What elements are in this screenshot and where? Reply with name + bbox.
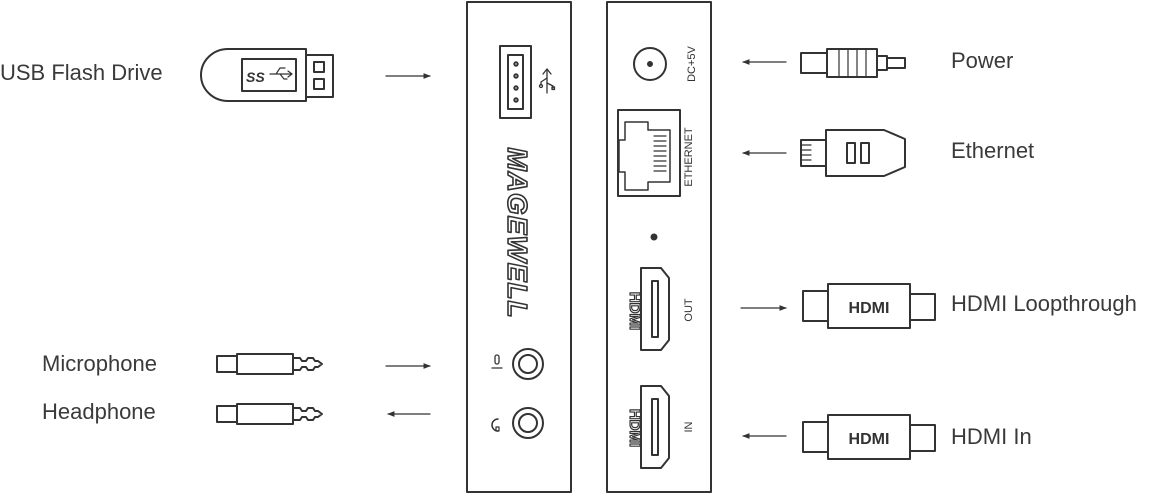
status-led-icon: [650, 233, 658, 241]
power-plug-icon: [800, 48, 906, 78]
ethernet-plug-icon: [800, 129, 906, 177]
headphone-jack-icon: [491, 407, 544, 439]
ethernet-port-icon: [617, 109, 681, 197]
headphone-plug-icon: [216, 403, 323, 425]
device-right-panel: DC+5V ETHERNET HDMI OUT: [606, 1, 712, 493]
usb-symbol-icon: [538, 68, 556, 94]
hdmi-in-port-icon: [640, 385, 670, 469]
ethernet-label: Ethernet: [951, 138, 1035, 163]
microphone-label: Microphone: [42, 351, 157, 376]
hdmi-out-port-icon: [640, 267, 670, 351]
usb-port-icon: [499, 45, 532, 119]
hdmi-in-port-label: IN: [683, 421, 695, 432]
headphone-label: Headphone: [42, 399, 156, 424]
dc-jack-icon: [633, 47, 667, 81]
brand-logo: MAGEWELL: [502, 147, 533, 318]
microphone-plug-icon: [216, 353, 323, 375]
power-label: Power: [951, 48, 1014, 73]
device-left-panel: MAGEWELL: [466, 1, 572, 493]
hdmi-out-logo: HDMI: [626, 292, 643, 330]
hdmi-in-plug-icon: HDMI: [802, 414, 936, 460]
hdmi-loopthrough-label: HDMI Loopthrough: [951, 291, 1137, 316]
hdmi-in-logo: HDMI: [626, 409, 643, 447]
hdmi-in-label: HDMI In: [951, 424, 1032, 449]
hdmi-out-port-label: OUT: [683, 298, 695, 322]
ethernet-port-label: ETHERNET: [683, 127, 695, 187]
hdmi-plug-logo-2: HDMI: [849, 431, 890, 448]
microphone-jack-icon: [491, 348, 544, 380]
hdmi-plug-logo-1: HDMI: [849, 300, 890, 317]
usb-flash-drive-label: USB Flash Drive: [0, 60, 163, 85]
dc-port-label: DC+5V: [686, 45, 698, 81]
usb-ss-text: SS: [246, 69, 265, 85]
usb-flash-drive-icon: SS: [200, 48, 334, 102]
hdmi-loopthrough-plug-icon: HDMI: [802, 283, 936, 329]
